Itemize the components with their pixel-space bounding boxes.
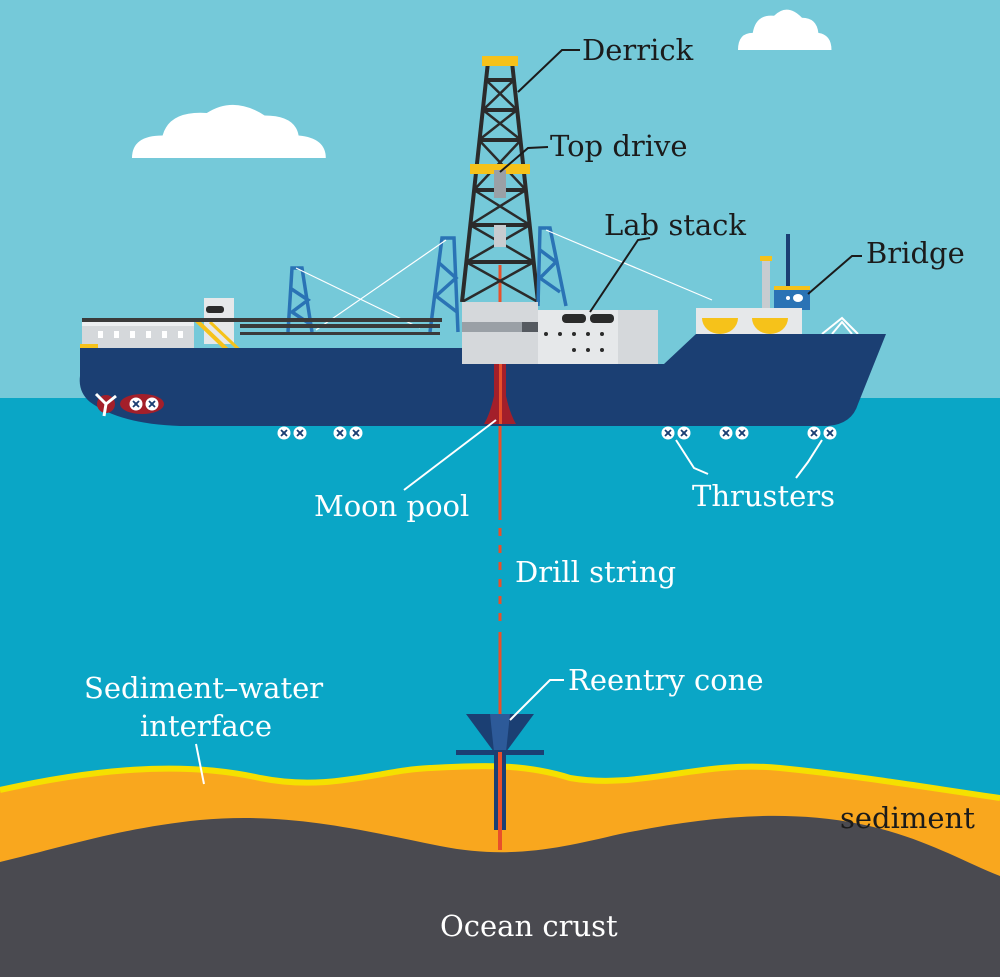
label-sediment-water-interface-2: interface — [140, 709, 272, 743]
pipe-rack — [82, 318, 442, 335]
sediment-water-leader — [195, 743, 205, 785]
label-moon-pool: Moon pool — [314, 489, 469, 523]
thrusters-leader-left — [675, 439, 709, 475]
label-bridge: Bridge — [866, 236, 965, 270]
lab-stack-leader — [589, 237, 651, 313]
crane-icon — [536, 226, 568, 307]
reentry-cone-leader — [509, 679, 564, 721]
bridge-leader — [807, 255, 862, 295]
crane-icon — [428, 236, 460, 333]
ocean-crust — [0, 815, 1000, 977]
stern-thruster-pod — [120, 394, 164, 414]
label-sediment: sediment — [840, 801, 975, 835]
label-thrusters: Thrusters — [692, 479, 835, 513]
label-top-drive: Top drive — [550, 129, 688, 163]
top-drive-leader — [499, 146, 549, 173]
moon-pool-leader — [403, 419, 497, 491]
label-reentry-cone: Reentry cone — [568, 663, 764, 697]
label-derrick: Derrick — [582, 33, 694, 67]
sediment-water-interface-line — [0, 763, 1000, 801]
reentry-cone — [456, 714, 544, 850]
propeller-icon — [94, 392, 117, 417]
forward-superstructure — [696, 308, 859, 336]
hull — [79, 334, 886, 426]
label-sediment-water-interface-1: Sediment–water — [84, 671, 323, 705]
lab-stack — [538, 310, 658, 366]
derrick-leader — [517, 49, 580, 93]
thrusters-leader-right — [795, 439, 823, 479]
top-drive — [470, 164, 530, 247]
exhaust-stack — [762, 258, 770, 310]
hull-stripe — [80, 344, 98, 348]
label-ocean-crust: Ocean crust — [440, 909, 618, 943]
label-lab-stack: Lab stack — [604, 208, 746, 242]
drill-floor — [462, 302, 538, 364]
label-drill-string: Drill string — [515, 555, 676, 589]
bridge-mast — [786, 234, 790, 294]
derrick-crown — [482, 56, 518, 66]
bridge — [774, 286, 810, 310]
